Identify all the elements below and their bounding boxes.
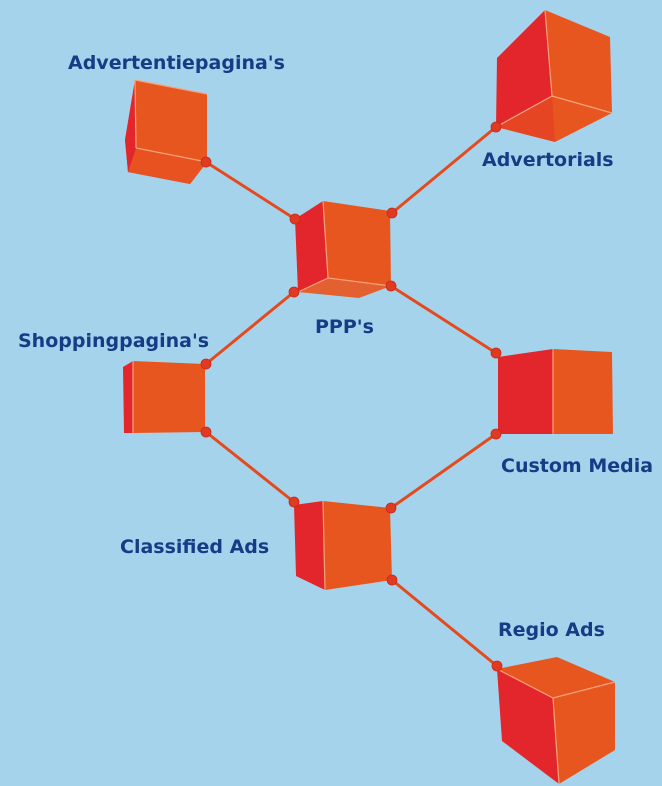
connector-advertentiepaginas-ppps [204, 160, 297, 221]
label-advertorials: Advertorials [482, 149, 614, 171]
connector-classified-ads-regio-ads [390, 578, 499, 668]
connector-dot [288, 286, 300, 298]
connectors [204, 125, 499, 668]
node-labels: Advertentiepagina's Advertorials PPP's S… [18, 52, 653, 641]
connector-dot [490, 428, 502, 440]
cube-advertorials [495, 9, 613, 142]
connector-shoppingpaginas-classified-ads [204, 430, 296, 504]
cube-advertentiepaginas [125, 79, 208, 184]
cube-custom-media [498, 349, 613, 434]
connector-ppps-shoppingpaginas [204, 290, 296, 366]
label-classified-ads: Classified Ads [120, 536, 269, 558]
label-regio-ads: Regio Ads [498, 619, 605, 641]
connector-dot [385, 502, 397, 514]
connector-dot [386, 574, 398, 586]
label-advertentiepaginas: Advertentiepagina's [68, 52, 285, 74]
connector-dot [385, 280, 397, 292]
label-shoppingpaginas: Shoppingpagina's [18, 330, 209, 352]
connector-custom-media-classified-ads [389, 432, 498, 510]
connector-dot [200, 358, 212, 370]
connector-dot [491, 660, 503, 672]
cube-classified-ads [294, 500, 392, 591]
label-ppps: PPP's [315, 316, 374, 338]
cube-regio-ads [496, 657, 616, 785]
connector-dot [386, 207, 398, 219]
connector-ppps-custom-media [389, 284, 498, 355]
cube-ppps [295, 200, 392, 298]
label-custom-media: Custom Media [501, 455, 653, 477]
connector-advertorials-ppps [390, 125, 498, 215]
cube-shoppingpaginas [123, 361, 205, 433]
connector-dot [490, 121, 502, 133]
connector-dot [490, 347, 502, 359]
connector-dot [200, 156, 212, 168]
connector-dot [200, 426, 212, 438]
connector-dot [289, 213, 301, 225]
connector-dots [200, 121, 503, 672]
connector-dot [288, 496, 300, 508]
